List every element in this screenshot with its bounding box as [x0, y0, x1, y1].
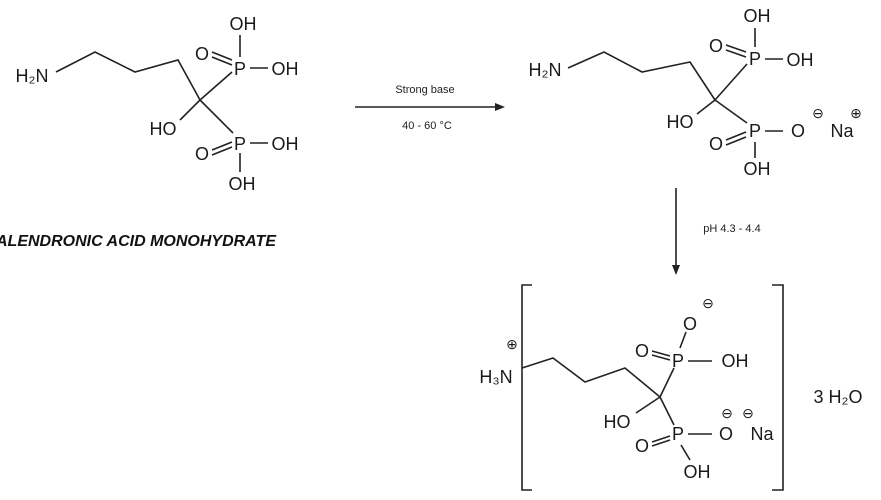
phosphorus-label: P — [234, 134, 246, 154]
amine-label: H₂N — [16, 66, 49, 86]
oxygen-label: O — [709, 36, 723, 56]
oxygen-label: O — [195, 144, 209, 164]
double-bond — [651, 439, 671, 447]
sodium-label: Na — [830, 121, 854, 141]
double-bond — [211, 51, 233, 61]
oxygen-label: O — [195, 44, 209, 64]
phosphorus-label: P — [234, 59, 246, 79]
hydroxyl-label: HO — [604, 412, 631, 432]
phosphorus-label: P — [672, 351, 684, 371]
double-bond — [211, 141, 233, 151]
hydroxyl-label: OH — [272, 134, 299, 154]
double-bond — [725, 49, 747, 58]
compound-name: ALENDRONIC ACID MONOHYDRATE — [0, 233, 277, 250]
condition-label: pH 4.3 - 4.4 — [703, 223, 760, 235]
double-bond — [211, 146, 233, 156]
phosphorus-label: P — [749, 49, 761, 69]
alendronate-sodium-trihydrate-structure: ⊕ H₃N P O ⊖ O OH HO P O O ⊖ Na ⊖ OH 3 H₂… — [479, 284, 863, 491]
hydroxyl-label: OH — [230, 14, 257, 34]
bond — [679, 331, 687, 349]
amine-label: H₂N — [529, 60, 562, 80]
negative-charge: ⊖ — [812, 105, 824, 121]
positive-charge: ⊕ — [506, 336, 518, 352]
bond — [659, 396, 675, 426]
hydroxyl-label: HO — [150, 119, 177, 139]
arrow-head — [495, 103, 505, 111]
oxide-label: O — [791, 121, 805, 141]
phosphorus-label: P — [749, 121, 761, 141]
double-bond — [651, 354, 671, 361]
monosodium-salt-structure: H₂N P O OH OH HO P O O ⊖ Na ⊕ OH — [529, 6, 862, 179]
right-bracket — [772, 284, 784, 491]
hydroxyl-label: OH — [744, 6, 771, 26]
reagent-label: Strong base — [395, 84, 454, 96]
bond — [179, 99, 201, 121]
bond — [635, 396, 661, 414]
negative-charge: ⊖ — [702, 295, 714, 311]
double-bond — [725, 131, 747, 141]
oxygen-label: O — [635, 341, 649, 361]
hydroxyl-label: HO — [667, 112, 694, 132]
bond — [680, 444, 691, 461]
bond — [714, 63, 748, 101]
phosphorus-label: P — [672, 424, 684, 444]
positive-charge: ⊕ — [850, 105, 862, 121]
left-bracket — [521, 284, 532, 491]
hydroxyl-label: OH — [722, 351, 749, 371]
sodium-charge: ⊖ — [742, 405, 754, 421]
double-bond — [725, 136, 747, 146]
alendronic-acid-structure: H₂N P O OH OH HO P O OH OH — [16, 14, 299, 194]
hydroxyl-label: OH — [787, 50, 814, 70]
bond — [199, 71, 233, 101]
carbon-chain — [55, 51, 201, 101]
double-bond — [211, 56, 233, 66]
carbon-chain — [567, 51, 716, 101]
negative-charge: ⊖ — [721, 405, 733, 421]
bond — [199, 99, 234, 134]
bond — [659, 367, 675, 398]
amine-label: H₃N — [479, 367, 512, 387]
hydroxyl-label: OH — [272, 59, 299, 79]
oxygen-label: O — [709, 134, 723, 154]
bond — [714, 99, 748, 124]
carbon-chain — [521, 357, 661, 398]
hydrate-label: 3 H₂O — [814, 387, 863, 407]
sodium-label: Na — [750, 424, 774, 444]
double-bond — [725, 44, 747, 53]
hydroxyl-label: OH — [744, 159, 771, 179]
bond — [696, 99, 716, 115]
oxide-label: O — [719, 424, 733, 444]
arrow-head — [672, 265, 680, 275]
double-bond — [651, 435, 671, 443]
oxide-label: O — [683, 314, 697, 334]
hydroxyl-label: OH — [229, 174, 256, 194]
condition-label: 40 - 60 °C — [402, 120, 452, 132]
double-bond — [651, 350, 671, 357]
hydroxyl-label: OH — [684, 462, 711, 482]
oxygen-label: O — [635, 436, 649, 456]
